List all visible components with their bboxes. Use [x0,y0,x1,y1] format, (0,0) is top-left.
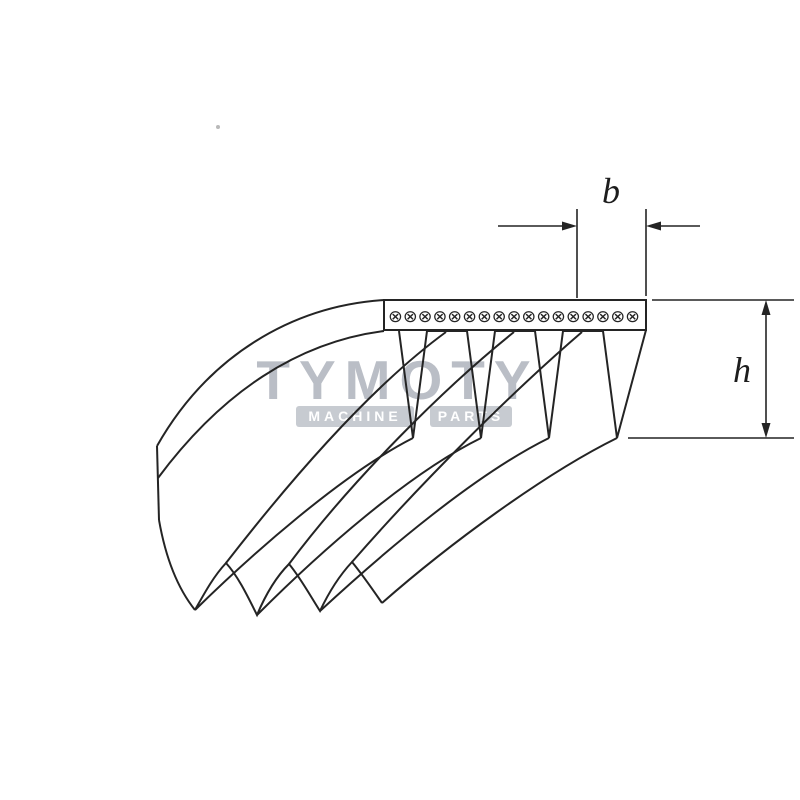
groove-curve-1 [225,331,447,564]
rib-ridge-4 [381,437,618,604]
watermark-tagline-machine: MACHINE [308,408,401,424]
groove-curve-3 [351,331,583,563]
rib-ridge-3 [319,437,550,612]
tension-cord-band [383,299,647,331]
belt-left-edge [156,445,160,521]
dimension-h: h [628,299,794,439]
groove-curve-2 [288,331,515,565]
dimension-b: b [498,171,700,298]
watermark-chip-parts [430,406,512,427]
belt-bottom-left-curve [158,519,196,611]
watermark: TYMOTY MACHINE PARTS [256,349,539,427]
belt-inner-top-curve [157,330,385,479]
cord-weave-pattern: ⊗⊗⊗⊗⊗⊗⊗⊗⊗⊗⊗⊗⊗⊗⊗⊗⊗ [388,307,640,327]
h-arrowhead-top [761,300,771,315]
watermark-brand-text: TYMOTY [256,349,539,411]
h-arrowhead-bottom [761,423,771,438]
belt-drawing [156,299,647,618]
rib-ridge-1 [194,437,414,611]
b-dimension-label: b [602,171,620,211]
v-rib-profile [398,329,647,439]
b-arrowhead-left [562,221,577,231]
rib-tip-scallops [194,560,383,618]
watermark-chip-machine [296,406,414,427]
h-dimension-label: h [733,350,751,390]
dust-speck [216,125,220,129]
b-arrowhead-right [646,221,661,231]
belt-top-outline [156,299,385,447]
watermark-tagline-parts: PARTS [438,408,504,424]
